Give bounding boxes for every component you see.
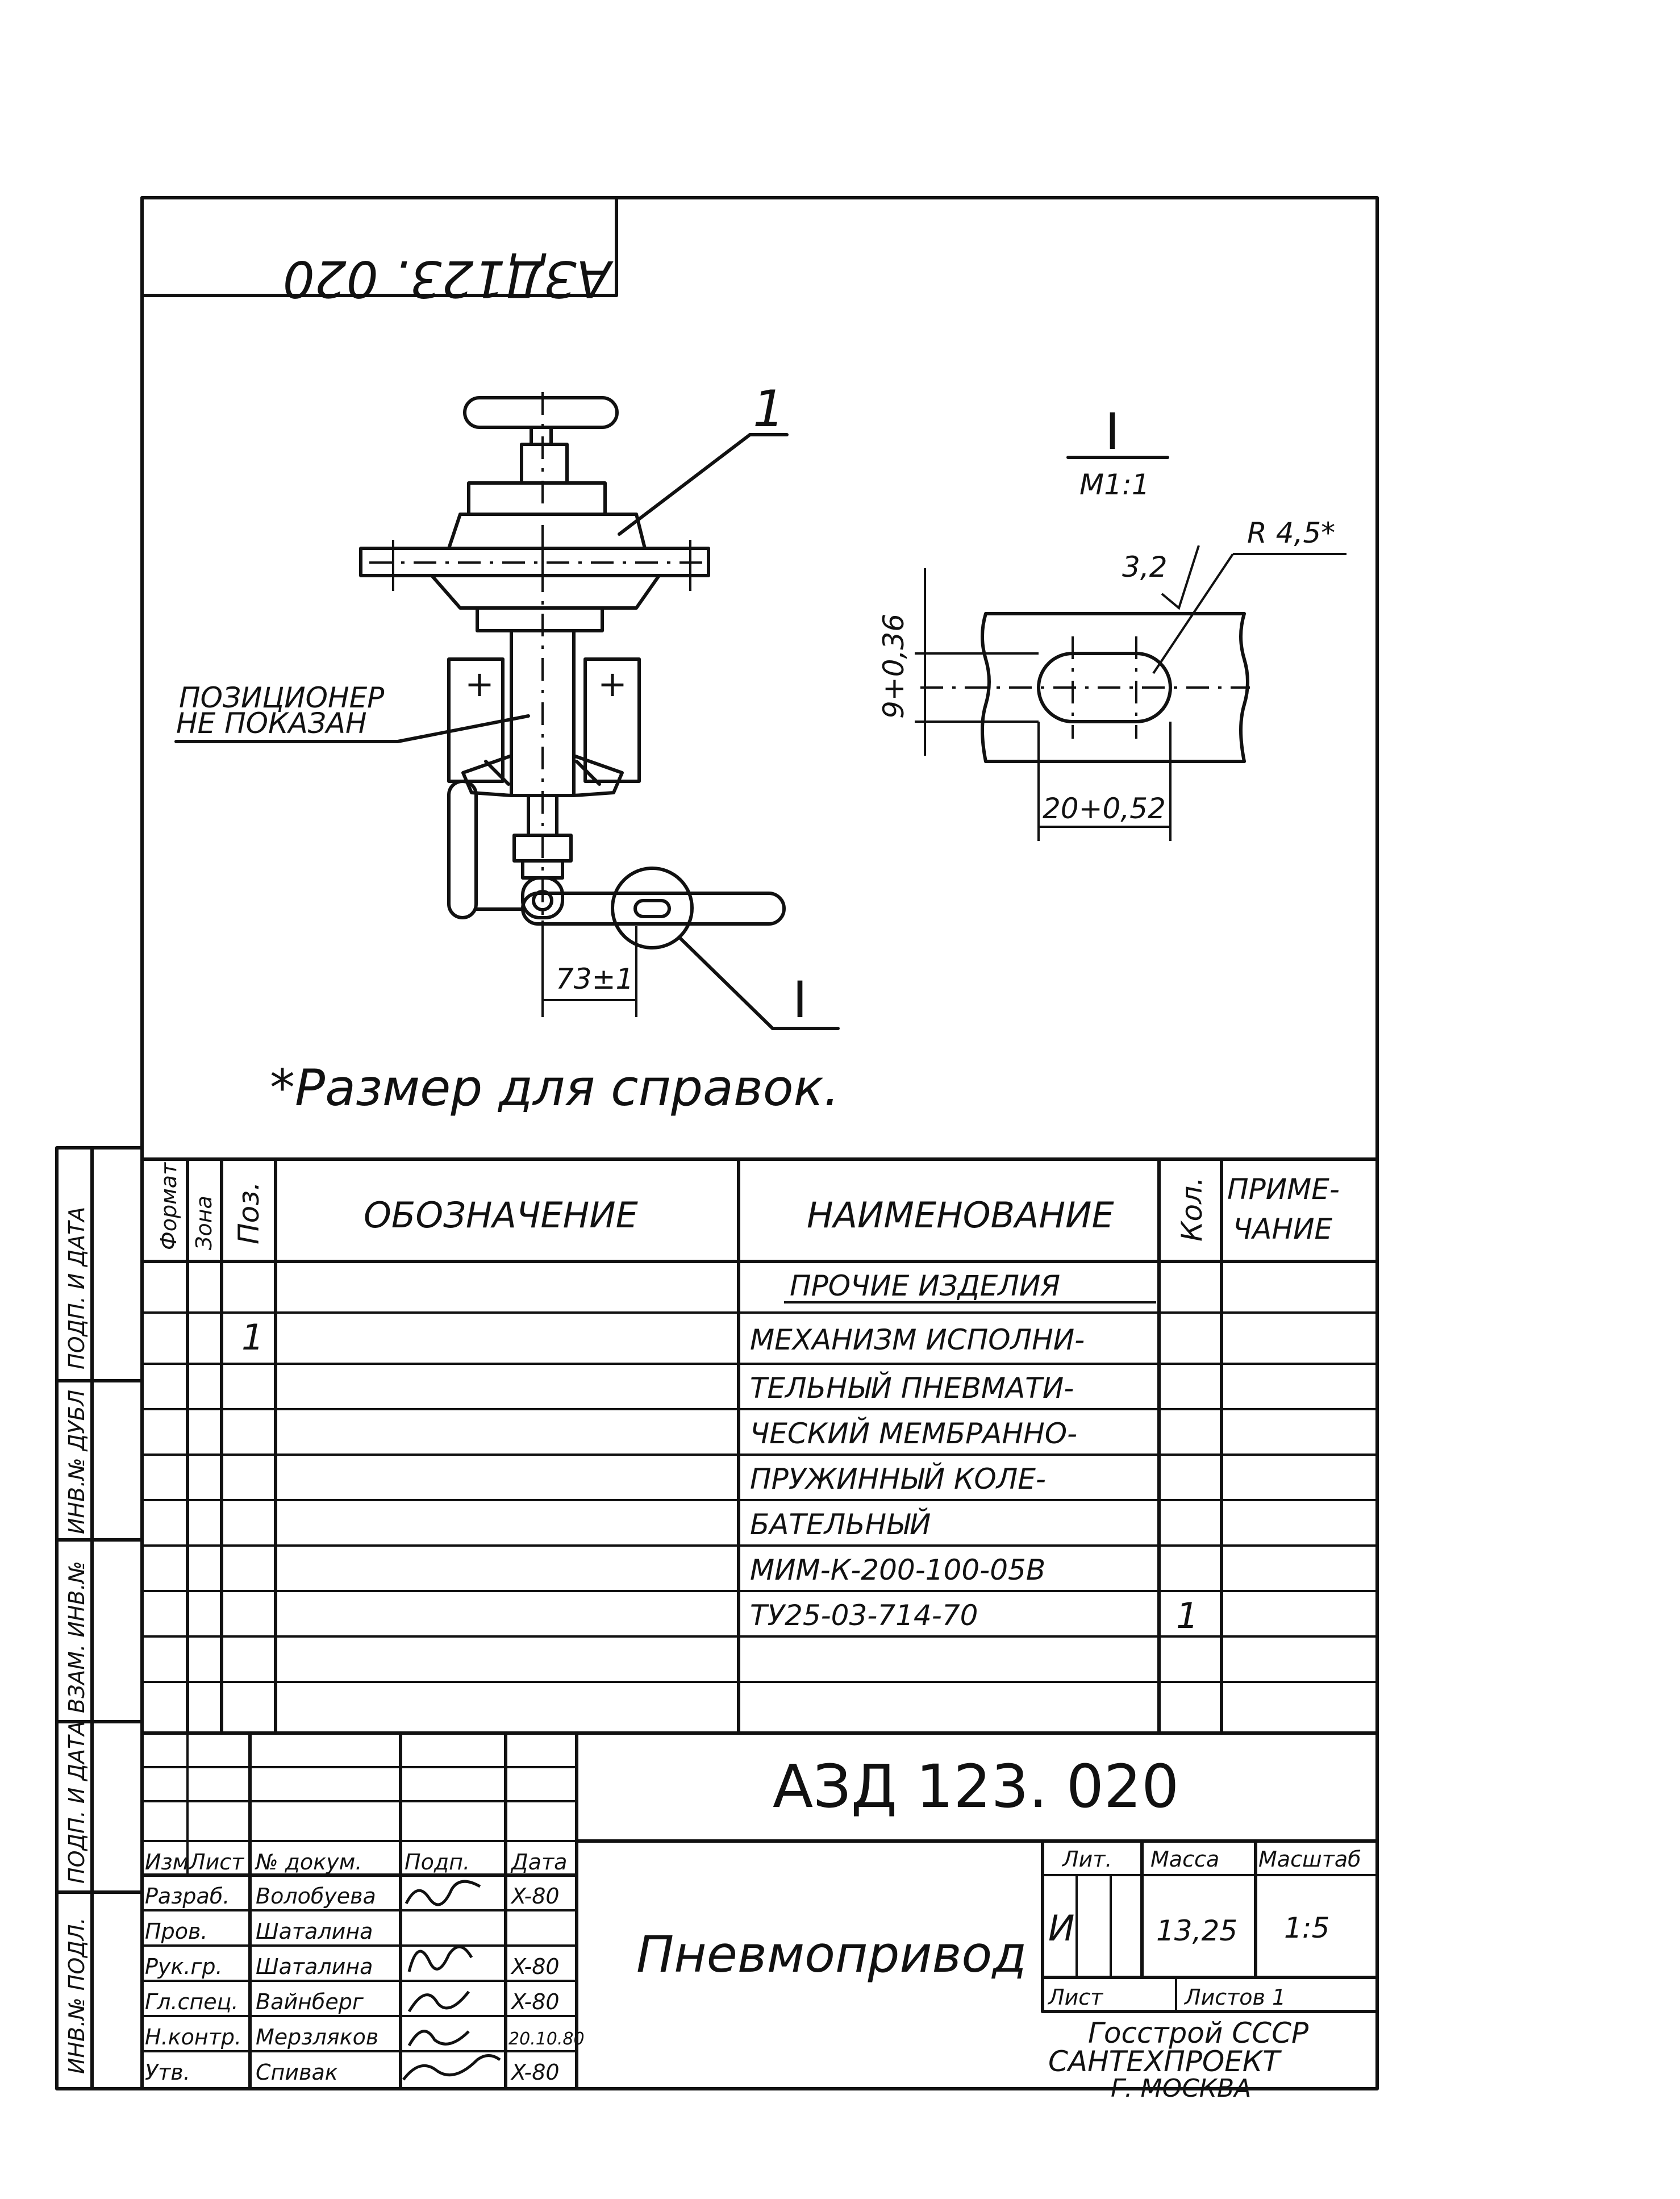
diaphragm-top <box>447 513 647 550</box>
dim-73: 73±1 <box>556 963 633 996</box>
hdr-zone: Зона <box>191 1196 216 1250</box>
detail-scale: M1:1 <box>1079 468 1150 501</box>
upper-cover <box>467 481 607 516</box>
side-inv-dubl: ИНВ.№ ДУБЛ <box>64 1390 89 1534</box>
side-podp-data-1: ПОДП. И ДАТА <box>64 1207 89 1369</box>
tb-role-4: Н.контр. <box>145 2025 241 2050</box>
hdr-designation: ОБОЗНАЧЕНИЕ <box>364 1194 639 1236</box>
stem-top <box>520 443 569 485</box>
leader-1-label: 1 <box>753 380 785 438</box>
hdr-qty: Кол. <box>1175 1177 1208 1242</box>
tb-role-2: Рук.гр. <box>145 1954 223 1979</box>
tb-role-5: Утв. <box>145 2060 190 2085</box>
actuator-view: + + I 1 ПОЗИЦИОНЕР Н <box>174 380 840 1030</box>
row-1-pos: 1 <box>241 1317 264 1358</box>
svg-text:+: + <box>598 663 627 705</box>
row-3-name: ЧЕСКИЙ МЕМБРАННО- <box>750 1417 1077 1450</box>
tb-org-2: САНТЕХПРОЕКТ <box>1048 2045 1282 2078</box>
lever-slot <box>633 899 671 918</box>
tb-surname-4: Мерзляков <box>256 2025 378 2050</box>
tb-surname-0: Волобуева <box>256 1884 376 1909</box>
tb-role-0: Разраб. <box>145 1884 230 1909</box>
tb-scale-value: 1:5 <box>1284 1911 1329 1944</box>
row-5-name: БАТЕЛЬНЫЙ <box>750 1507 931 1541</box>
top-code-box <box>140 196 618 297</box>
dim-9: 9+0,36 <box>877 614 910 719</box>
hdr-format: Формат <box>156 1161 181 1250</box>
tb-date-2: X-80 <box>510 1954 560 1979</box>
tb-hdr-izm: Изм <box>145 1850 189 1875</box>
hdr-name: НАИМЕНОВАНИЕ <box>807 1194 1114 1236</box>
row-4-name: ПРУЖИННЫЙ КОЛЕ- <box>750 1462 1046 1496</box>
sheet-frame <box>140 196 1379 2090</box>
hdr-note-1: ПРИМЕ- <box>1227 1173 1340 1206</box>
tb-sheets-label: Листов 1 <box>1183 1985 1286 2010</box>
tb-lit-value: И <box>1048 1908 1074 1949</box>
tb-mass-label: Масса <box>1150 1847 1219 1872</box>
tb-mass-value: 13,25 <box>1156 1914 1237 1947</box>
dim-radius: R 4,5* <box>1247 517 1335 549</box>
tb-date-3: X-80 <box>510 1989 560 2014</box>
row-7-name: ТУ25-03-714-70 <box>750 1599 978 1632</box>
row-6-name: МИМ-К-200-100-05В <box>750 1554 1045 1586</box>
svg-text:+: + <box>465 663 494 705</box>
handwheel-bar <box>463 396 619 429</box>
signature-2 <box>407 1945 473 1972</box>
side-inv-podl: ИНВ.№ ПОДЛ. <box>64 1917 89 2074</box>
signature-4 <box>407 2030 470 2047</box>
tb-date-4: 20.10.80 <box>508 2029 585 2049</box>
tb-lit-label: Лит. <box>1061 1847 1112 1872</box>
tb-sheet-label: Лист <box>1047 1985 1104 2010</box>
row-1-name: МЕХАНИЗМ ИСПОЛНИ- <box>750 1323 1085 1356</box>
callout-I-label: I <box>793 971 807 1029</box>
detail-callout-circle <box>611 867 694 949</box>
tb-surname-5: Спивак <box>256 2060 338 2085</box>
tb-surname-2: Шаталина <box>256 1954 373 1979</box>
tb-role-1: Пров. <box>145 1919 207 1944</box>
tb-org-3: Г. МОСКВА <box>1111 2074 1251 2103</box>
row-2-name: ТЕЛЬНЫЙ ПНЕВМАТИ- <box>750 1371 1074 1405</box>
side-vzam-inv: ВЗАМ. ИНВ.№ <box>64 1561 89 1713</box>
tb-role-3: Гл.спец. <box>145 1989 239 2014</box>
signature-5 <box>402 2054 501 2081</box>
hdr-note-2: ЧАНИЕ <box>1233 1213 1332 1246</box>
tb-name: Пневмопривод <box>636 1925 1027 1984</box>
spec-table: Формат Зона Поз. ОБОЗНАЧЕНИЕ НАИМЕНОВАНИ… <box>140 1157 1379 1735</box>
detail-title: I <box>1105 402 1120 461</box>
detail-I-view: I M1:1 9+0,36 20+0,52 R 4,5* 3,2 <box>877 402 1346 841</box>
row-0-name: ПРОЧИЕ ИЗДЕЛИЯ <box>790 1269 1060 1302</box>
tb-hdr-data: Дата <box>510 1850 567 1875</box>
tb-hdr-doc: № докум. <box>255 1850 362 1875</box>
row-7-qty: 1 <box>1176 1595 1198 1636</box>
tb-scale-label: Масштаб <box>1258 1847 1361 1872</box>
signature-3 <box>407 1990 470 2013</box>
tb-doc-code: АЗД 123. 020 <box>773 1752 1179 1821</box>
lower-cover <box>476 606 604 632</box>
top-code-rotated: АЗД123. 020 <box>283 249 614 308</box>
tb-hdr-podp: Подп. <box>405 1850 470 1875</box>
yoke-right <box>583 657 641 783</box>
link-rod <box>447 780 478 919</box>
dim-roughness: 3,2 <box>1122 551 1168 584</box>
positioner-note-line1: ПОЗИЦИОНЕР <box>179 681 385 714</box>
hdr-pos: Поз. <box>232 1181 265 1244</box>
side-podp-data-2: ПОДП. И ДАТА <box>64 1721 89 1884</box>
reference-note: *Размер для справок. <box>270 1059 840 1117</box>
dim-20: 20+0,52 <box>1043 792 1166 825</box>
tb-hdr-list: Лист <box>188 1850 245 1875</box>
tb-surname-3: Вайнберг <box>256 1989 364 2014</box>
tb-date-0: X-80 <box>510 1884 560 1909</box>
diaphragm-bottom <box>430 574 661 610</box>
title-block: Изм Лист № докум. Подп. Дата Разраб. Вол… <box>140 1731 1379 2103</box>
positioner-note-line2: НЕ ПОКАЗАН <box>176 707 367 740</box>
tb-date-5: X-80 <box>510 2060 560 2085</box>
tb-surname-1: Шаталина <box>256 1919 373 1944</box>
binding-strip <box>55 1146 144 2090</box>
tb-org-1: Госстрой СССР <box>1088 2017 1309 2050</box>
slot-detail <box>1037 652 1172 723</box>
signature-0 <box>405 1880 481 1906</box>
